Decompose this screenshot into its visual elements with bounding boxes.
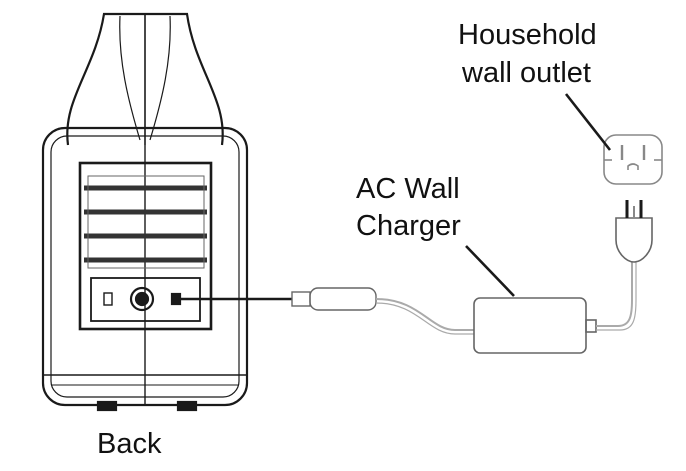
wall-outlet-icon bbox=[603, 134, 663, 185]
power-station-back-icon bbox=[41, 12, 249, 412]
charger-label-line2: Charger bbox=[356, 210, 461, 242]
ac-plug-icon bbox=[615, 200, 653, 263]
charger-label-line1: AC Wall bbox=[356, 173, 460, 205]
back-view-caption: Back bbox=[97, 428, 162, 460]
dc-cable bbox=[375, 298, 474, 331]
ac-cable bbox=[596, 262, 633, 327]
charger-leader-line bbox=[465, 245, 515, 297]
dc-plug-icon bbox=[180, 287, 377, 311]
ac-adapter-brick-icon bbox=[473, 297, 597, 354]
outlet-label-line1: Household bbox=[458, 19, 597, 51]
outlet-leader-line bbox=[564, 93, 612, 151]
outlet-label-line2: wall outlet bbox=[462, 57, 591, 89]
